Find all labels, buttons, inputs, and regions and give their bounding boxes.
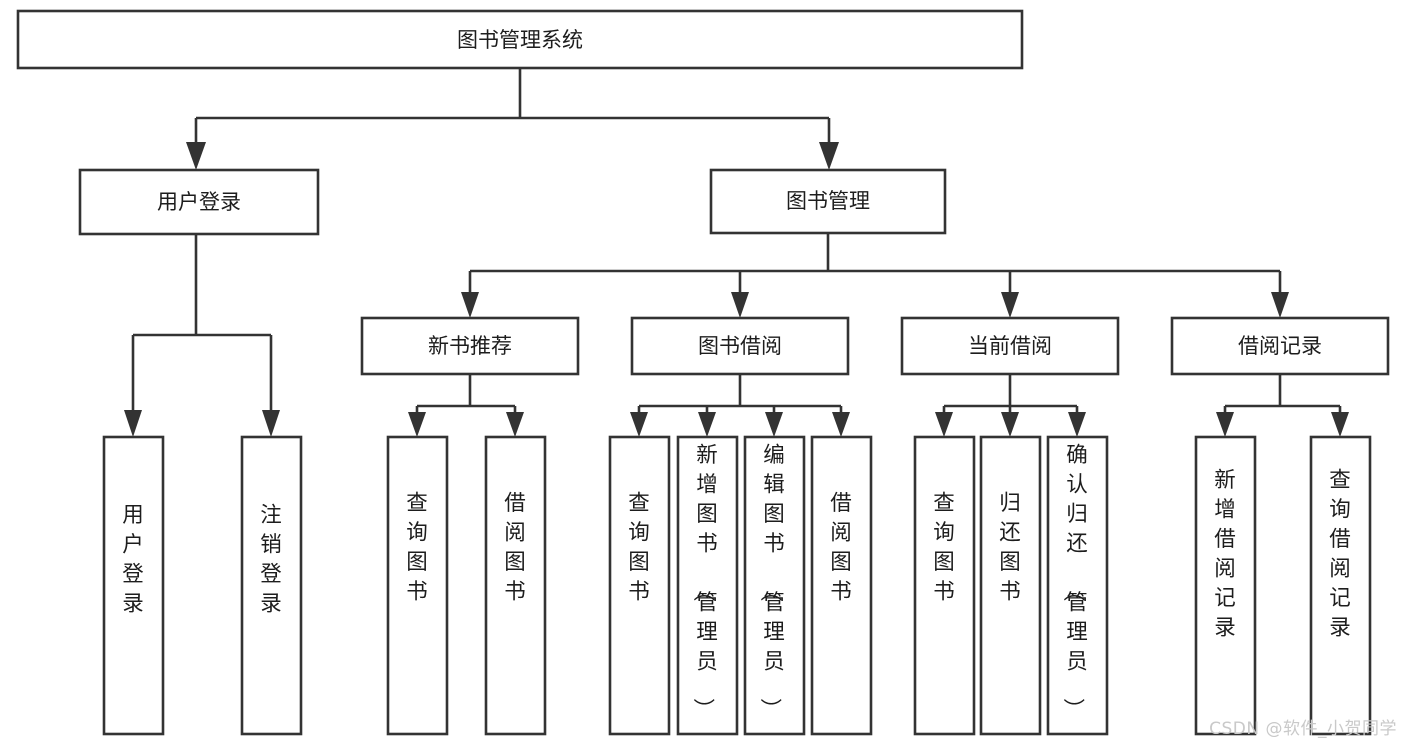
node-leaf-query-book-1-box[interactable] bbox=[386, 435, 449, 736]
node-leaf-add-borrow-record[interactable]: 新增借阅记录 bbox=[1194, 435, 1257, 736]
node-leaf-user-login[interactable]: 用户登录 bbox=[102, 435, 165, 736]
node-leaf-query-book-3[interactable]: 查询图书 bbox=[913, 435, 976, 736]
node-leaf-query-borrow-record-label: 查询借阅记录 bbox=[1329, 468, 1351, 641]
node-leaf-borrow-book-2-box[interactable] bbox=[810, 435, 873, 736]
node-leaf-logout-login-box[interactable] bbox=[240, 435, 303, 736]
node-borrow-record[interactable]: 借阅记录 bbox=[1170, 316, 1390, 376]
arrow-head-new-book-recommend bbox=[461, 292, 479, 318]
node-user-login-box[interactable] bbox=[78, 168, 320, 236]
arrow-head-leaf-add-book bbox=[698, 412, 716, 437]
node-book-borrow-box[interactable] bbox=[630, 316, 850, 376]
node-leaf-query-borrow-record-box[interactable] bbox=[1309, 435, 1372, 736]
node-leaf-query-borrow-record[interactable]: 查询借阅记录 bbox=[1309, 435, 1372, 736]
node-leaf-confirm-return[interactable]: 确认归还（管理员） bbox=[1046, 435, 1109, 736]
node-new-book-recommend-box[interactable] bbox=[360, 316, 580, 376]
arrow-head-leaf-confirm-return bbox=[1068, 412, 1086, 437]
node-leaf-query-book-3-label: 查询图书 bbox=[933, 491, 955, 605]
node-leaf-user-login-box[interactable] bbox=[102, 435, 165, 736]
node-leaf-query-book-1-label: 查询图书 bbox=[406, 491, 428, 605]
node-new-book-recommend-label: 新书推荐 bbox=[428, 334, 512, 358]
node-leaf-query-book-1[interactable]: 查询图书 bbox=[386, 435, 449, 736]
node-leaf-query-book-2-label: 查询图书 bbox=[628, 491, 650, 605]
node-root-label: 图书管理系统 bbox=[457, 28, 583, 52]
arrow-head-leaf-query-book-1 bbox=[408, 412, 426, 437]
node-leaf-return-book-label: 归还图书 bbox=[999, 491, 1021, 605]
arrow-head-leaf-query-book-2 bbox=[630, 412, 648, 437]
node-leaf-borrow-book-1[interactable]: 借阅图书 bbox=[484, 435, 547, 736]
arrow-head-book-manage bbox=[819, 142, 839, 170]
node-leaf-query-book-2-box[interactable] bbox=[608, 435, 671, 736]
arrow-head-user-login bbox=[186, 142, 206, 170]
node-leaf-add-borrow-record-box[interactable] bbox=[1194, 435, 1257, 736]
node-leaf-edit-book-label: 编辑图书（管理员） bbox=[757, 443, 785, 720]
node-leaf-return-book-box[interactable] bbox=[979, 435, 1042, 736]
node-root-box[interactable] bbox=[16, 9, 1024, 70]
node-leaf-add-book[interactable]: 新增图书（管理员） bbox=[676, 435, 739, 736]
node-leaf-confirm-return-label: 确认归还（管理员） bbox=[1060, 443, 1088, 720]
node-book-manage-box[interactable] bbox=[709, 168, 947, 235]
node-leaf-edit-book[interactable]: 编辑图书（管理员） bbox=[743, 435, 806, 736]
node-user-login[interactable]: 用户登录 bbox=[78, 168, 320, 236]
node-leaf-borrow-book-2-label: 借阅图书 bbox=[830, 491, 852, 605]
node-leaf-return-book[interactable]: 归还图书 bbox=[979, 435, 1042, 736]
arrow-head-leaf-user-login bbox=[124, 410, 142, 437]
node-user-login-label: 用户登录 bbox=[157, 190, 241, 214]
node-leaf-query-book-3-box[interactable] bbox=[913, 435, 976, 736]
arrow-head-leaf-query-book-3 bbox=[935, 412, 953, 437]
arrow-head-current-borrow bbox=[1001, 292, 1019, 318]
arrow-head-leaf-add-borrow-record bbox=[1216, 412, 1234, 437]
node-borrow-record-box[interactable] bbox=[1170, 316, 1390, 376]
node-current-borrow-label: 当前借阅 bbox=[968, 334, 1052, 358]
node-leaf-confirm-return-box[interactable] bbox=[1046, 435, 1109, 736]
node-leaf-logout-login[interactable]: 注销登录 bbox=[240, 435, 303, 736]
node-book-borrow[interactable]: 图书借阅 bbox=[630, 316, 850, 376]
node-book-manage-label: 图书管理 bbox=[786, 189, 870, 213]
node-leaf-borrow-book-1-label: 借阅图书 bbox=[504, 491, 526, 605]
node-new-book-recommend[interactable]: 新书推荐 bbox=[360, 316, 580, 376]
node-book-borrow-label: 图书借阅 bbox=[698, 334, 782, 358]
node-root[interactable]: 图书管理系统 bbox=[16, 9, 1024, 70]
node-borrow-record-label: 借阅记录 bbox=[1238, 334, 1322, 358]
connector-layer bbox=[124, 68, 1349, 437]
arrow-head-leaf-borrow-book-2 bbox=[832, 412, 850, 437]
arrow-head-borrow-record bbox=[1271, 292, 1289, 318]
node-leaf-logout-login-label: 注销登录 bbox=[260, 503, 282, 617]
node-current-borrow-box[interactable] bbox=[900, 316, 1120, 376]
node-leaf-add-book-label: 新增图书（管理员） bbox=[690, 443, 718, 720]
arrow-head-leaf-borrow-book-1 bbox=[506, 412, 524, 437]
node-leaf-edit-book-box[interactable] bbox=[743, 435, 806, 736]
node-leaf-query-book-2[interactable]: 查询图书 bbox=[608, 435, 671, 736]
node-current-borrow[interactable]: 当前借阅 bbox=[900, 316, 1120, 376]
node-leaf-add-book-box[interactable] bbox=[676, 435, 739, 736]
node-leaf-borrow-book-1-box[interactable] bbox=[484, 435, 547, 736]
arrow-head-leaf-edit-book bbox=[765, 412, 783, 437]
node-book-manage[interactable]: 图书管理 bbox=[709, 168, 947, 235]
arrow-head-leaf-logout-login bbox=[262, 410, 280, 437]
arrow-head-leaf-return-book bbox=[1001, 412, 1019, 437]
node-leaf-user-login-label: 用户登录 bbox=[122, 503, 144, 617]
node-leaf-borrow-book-2[interactable]: 借阅图书 bbox=[810, 435, 873, 736]
arrow-head-leaf-query-borrow-record bbox=[1331, 412, 1349, 437]
arrow-head-book-borrow bbox=[731, 292, 749, 318]
node-leaf-add-borrow-record-label: 新增借阅记录 bbox=[1214, 468, 1236, 641]
